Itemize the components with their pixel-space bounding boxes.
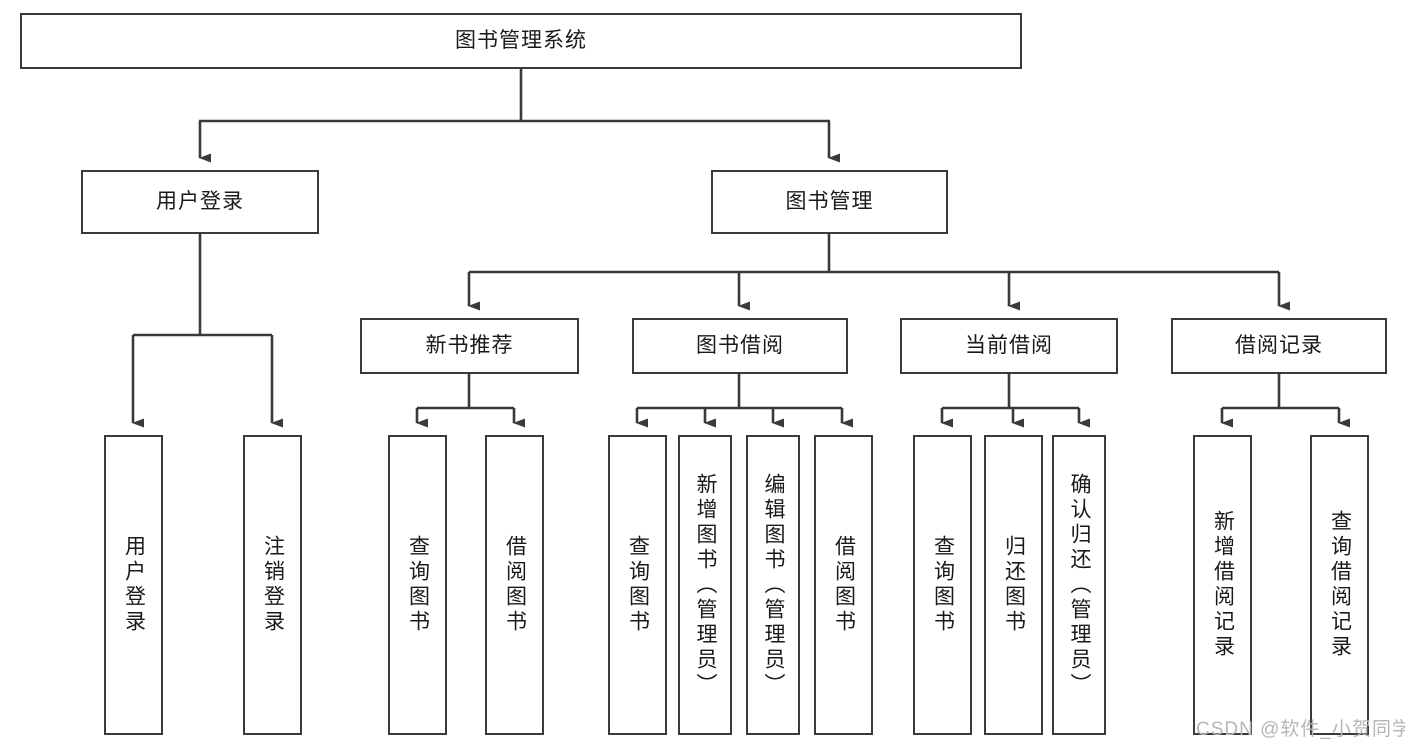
leaf-add-borrow-record-label: 新增借阅记录: [1211, 510, 1235, 660]
leaf-add-book-admin-label: 新增图书（管理员）: [694, 472, 718, 698]
leaf-logout-login[interactable]: 注销登录: [243, 435, 302, 735]
leaf-query-book-3-label: 查询图书: [931, 535, 955, 635]
leaf-add-book-admin[interactable]: 新增图书（管理员）: [678, 435, 732, 735]
node-new-book-recommend[interactable]: 新书推荐: [360, 318, 579, 374]
leaf-return-book-label: 归还图书: [1002, 535, 1026, 635]
node-book-borrow[interactable]: 图书借阅: [632, 318, 848, 374]
leaf-borrow-book-1-label: 借阅图书: [503, 535, 527, 635]
leaf-edit-book-admin[interactable]: 编辑图书（管理员）: [746, 435, 800, 735]
node-new-book-recommend-label: 新书推荐: [425, 334, 514, 358]
leaf-logout-login-label: 注销登录: [261, 535, 285, 635]
leaf-query-borrow-record-label: 查询借阅记录: [1328, 510, 1352, 660]
leaf-query-book-1-label: 查询图书: [406, 535, 430, 635]
leaf-query-book-3[interactable]: 查询图书: [913, 435, 972, 735]
node-borrow-record-label: 借阅记录: [1235, 334, 1323, 358]
leaf-user-login-label: 用户登录: [122, 535, 146, 635]
node-current-borrow[interactable]: 当前借阅: [900, 318, 1118, 374]
node-book-manage-label: 图书管理: [785, 190, 874, 214]
leaf-borrow-book-1[interactable]: 借阅图书: [485, 435, 544, 735]
leaf-query-borrow-record[interactable]: 查询借阅记录: [1310, 435, 1369, 735]
node-book-borrow-label: 图书借阅: [696, 334, 784, 358]
csdn-watermark: CSDN @软件_小贺同学: [1196, 719, 1405, 740]
node-user-login-label: 用户登录: [156, 190, 244, 214]
leaf-return-book[interactable]: 归还图书: [984, 435, 1043, 735]
node-user-login[interactable]: 用户登录: [81, 170, 319, 234]
leaf-borrow-book-2[interactable]: 借阅图书: [814, 435, 873, 735]
leaf-borrow-book-2-label: 借阅图书: [832, 535, 856, 635]
node-borrow-record[interactable]: 借阅记录: [1171, 318, 1387, 374]
node-book-manage[interactable]: 图书管理: [711, 170, 948, 234]
leaf-user-login[interactable]: 用户登录: [104, 435, 163, 735]
node-current-borrow-label: 当前借阅: [965, 334, 1053, 358]
node-root[interactable]: 图书管理系统: [20, 13, 1022, 69]
leaf-confirm-return-admin[interactable]: 确认归还（管理员）: [1052, 435, 1106, 735]
node-root-label: 图书管理系统: [455, 29, 587, 53]
leaf-query-book-1[interactable]: 查询图书: [388, 435, 447, 735]
leaf-add-borrow-record[interactable]: 新增借阅记录: [1193, 435, 1252, 735]
leaf-query-book-2-label: 查询图书: [626, 535, 650, 635]
leaf-confirm-return-admin-label: 确认归还（管理员）: [1068, 472, 1092, 698]
leaf-query-book-2[interactable]: 查询图书: [608, 435, 667, 735]
leaf-edit-book-admin-label: 编辑图书（管理员）: [762, 472, 786, 698]
